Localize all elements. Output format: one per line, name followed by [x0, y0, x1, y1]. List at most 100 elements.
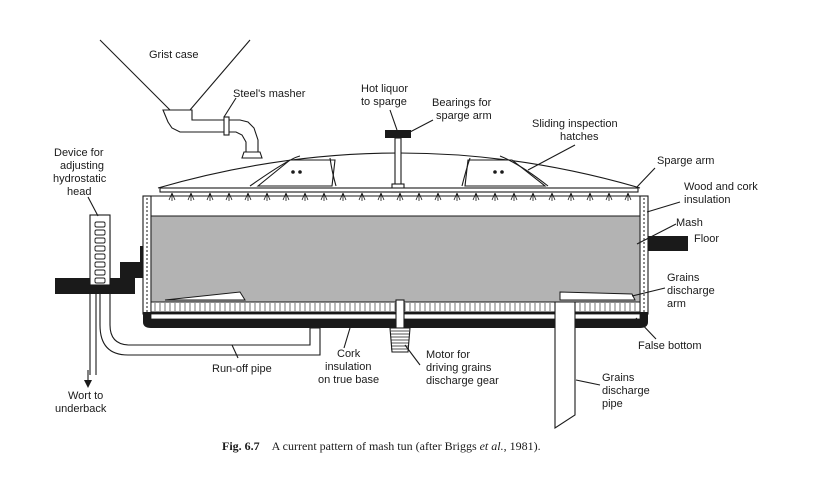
spray-nozzle — [358, 192, 366, 201]
leader-device — [87, 196, 99, 217]
leader-masher — [223, 97, 237, 118]
label-wood-2: insulation — [684, 194, 730, 206]
spray-nozzle — [529, 192, 537, 201]
spray-nozzle — [206, 192, 214, 201]
spray-nozzle — [605, 192, 613, 201]
leader-sliding — [527, 144, 576, 171]
spray-nozzle — [168, 192, 176, 201]
label-run-off-pipe: Run-off pipe — [212, 363, 272, 375]
leader-mash — [636, 223, 677, 245]
spray-nozzle — [453, 192, 461, 201]
label-grains-arm-2: discharge — [667, 285, 715, 297]
right-hatch-frame — [461, 155, 549, 187]
spray-nozzle — [244, 192, 252, 201]
run-off-pipe — [99, 230, 321, 356]
spray-nozzle — [567, 192, 575, 201]
label-grist-case: Grist case — [149, 49, 199, 61]
leader-hot-liquor — [389, 109, 398, 131]
masher-flange — [223, 116, 230, 136]
spray-nozzle — [301, 192, 309, 201]
caption-fig: Fig. 6.7 — [222, 439, 260, 453]
spray-nozzle — [548, 192, 556, 201]
label-device-4: head — [67, 186, 91, 198]
hydrostatic-ring — [94, 269, 106, 276]
spray-nozzle — [187, 192, 195, 201]
label-bearings-1: Bearings for — [432, 97, 492, 109]
label-device-3: hydrostatic — [53, 173, 107, 185]
leader-false-bottom — [635, 317, 657, 340]
label-false-bottom: False bottom — [638, 340, 702, 352]
sparge-sprays — [168, 192, 632, 201]
spray-nozzle — [377, 192, 385, 201]
leader-bearings — [409, 119, 434, 133]
hydrostatic-ring — [94, 237, 106, 244]
label-grains-pipe-1: Grains — [602, 372, 635, 384]
hydrostatic-ring — [94, 261, 106, 268]
wort-arrow-head — [84, 380, 92, 388]
label-motor-2: driving grains — [426, 362, 492, 374]
caption-text-a: A current pattern of mash tun (after Bri… — [272, 439, 480, 453]
grist-case-left-line — [99, 39, 171, 111]
label-sliding-2: hatches — [560, 131, 599, 143]
steels-masher-pipe — [162, 109, 259, 153]
left-hatch-knob-2 — [298, 170, 302, 174]
left-hatch-knob-1 — [291, 170, 295, 174]
label-wood-1: Wood and cork — [684, 181, 758, 193]
label-wort-2: underback — [55, 403, 107, 415]
figure-caption: Fig. 6.7 A current pattern of mash tun (… — [222, 437, 541, 454]
label-device-1: Device for — [54, 147, 104, 159]
label-cork-1: Cork — [337, 348, 361, 360]
floor-right — [648, 236, 688, 251]
right-hatch-knob-1 — [493, 170, 497, 174]
label-motor-1: Motor for — [426, 349, 470, 361]
floor-left — [55, 246, 148, 294]
grains-discharge-pipe — [554, 301, 576, 430]
spray-nozzle — [624, 192, 632, 201]
right-hatch-knob-2 — [500, 170, 504, 174]
label-grains-arm-3: arm — [667, 298, 686, 310]
label-grains-pipe-3: pipe — [602, 398, 623, 410]
label-cork-3: on true base — [318, 374, 379, 386]
leader-cork — [343, 327, 351, 349]
caption-italic: et al. — [480, 439, 504, 453]
label-grains-arm-1: Grains — [667, 272, 700, 284]
spray-nozzle — [225, 192, 233, 201]
leader-grains-pipe — [575, 379, 601, 386]
label-device-2: adjusting — [60, 160, 104, 172]
sparge-arm — [159, 187, 639, 193]
mash-body — [150, 215, 641, 303]
hydrostatic-ring — [94, 229, 106, 236]
left-hatch-frame — [249, 155, 337, 187]
hydrostatic-ring — [94, 253, 106, 260]
label-cork-2: insulation — [325, 361, 371, 373]
spray-nozzle — [263, 192, 271, 201]
hydrostatic-ring — [94, 245, 106, 252]
label-motor-3: discharge gear — [426, 375, 499, 387]
grains-discharge-arm — [164, 291, 636, 301]
label-floor: Floor — [694, 233, 719, 245]
spray-nozzle — [510, 192, 518, 201]
sparge-shaft — [394, 137, 402, 191]
label-hot-liquor-1: Hot liquor — [361, 83, 408, 95]
spray-nozzle — [339, 192, 347, 201]
label-sparge-arm: Sparge arm — [657, 155, 714, 167]
label-steels-masher: Steel's masher — [233, 88, 306, 100]
leader-grains-arm — [631, 287, 666, 297]
false-bottom-hatching — [154, 303, 636, 311]
left-hatch — [256, 159, 336, 187]
hydrostatic-rings — [94, 221, 106, 284]
spray-nozzle — [472, 192, 480, 201]
hydrostatic-ring — [94, 221, 106, 228]
spray-nozzle — [491, 192, 499, 201]
spray-nozzle — [434, 192, 442, 201]
spray-nozzle — [282, 192, 290, 201]
label-wort-1: Wort to — [68, 390, 103, 402]
label-hot-liquor-2: to sparge — [361, 96, 407, 108]
label-grains-pipe-2: discharge — [602, 385, 650, 397]
spray-nozzle — [320, 192, 328, 201]
spray-nozzle — [396, 192, 404, 201]
leader-wood — [646, 201, 681, 213]
sparge-bearing — [385, 130, 411, 138]
